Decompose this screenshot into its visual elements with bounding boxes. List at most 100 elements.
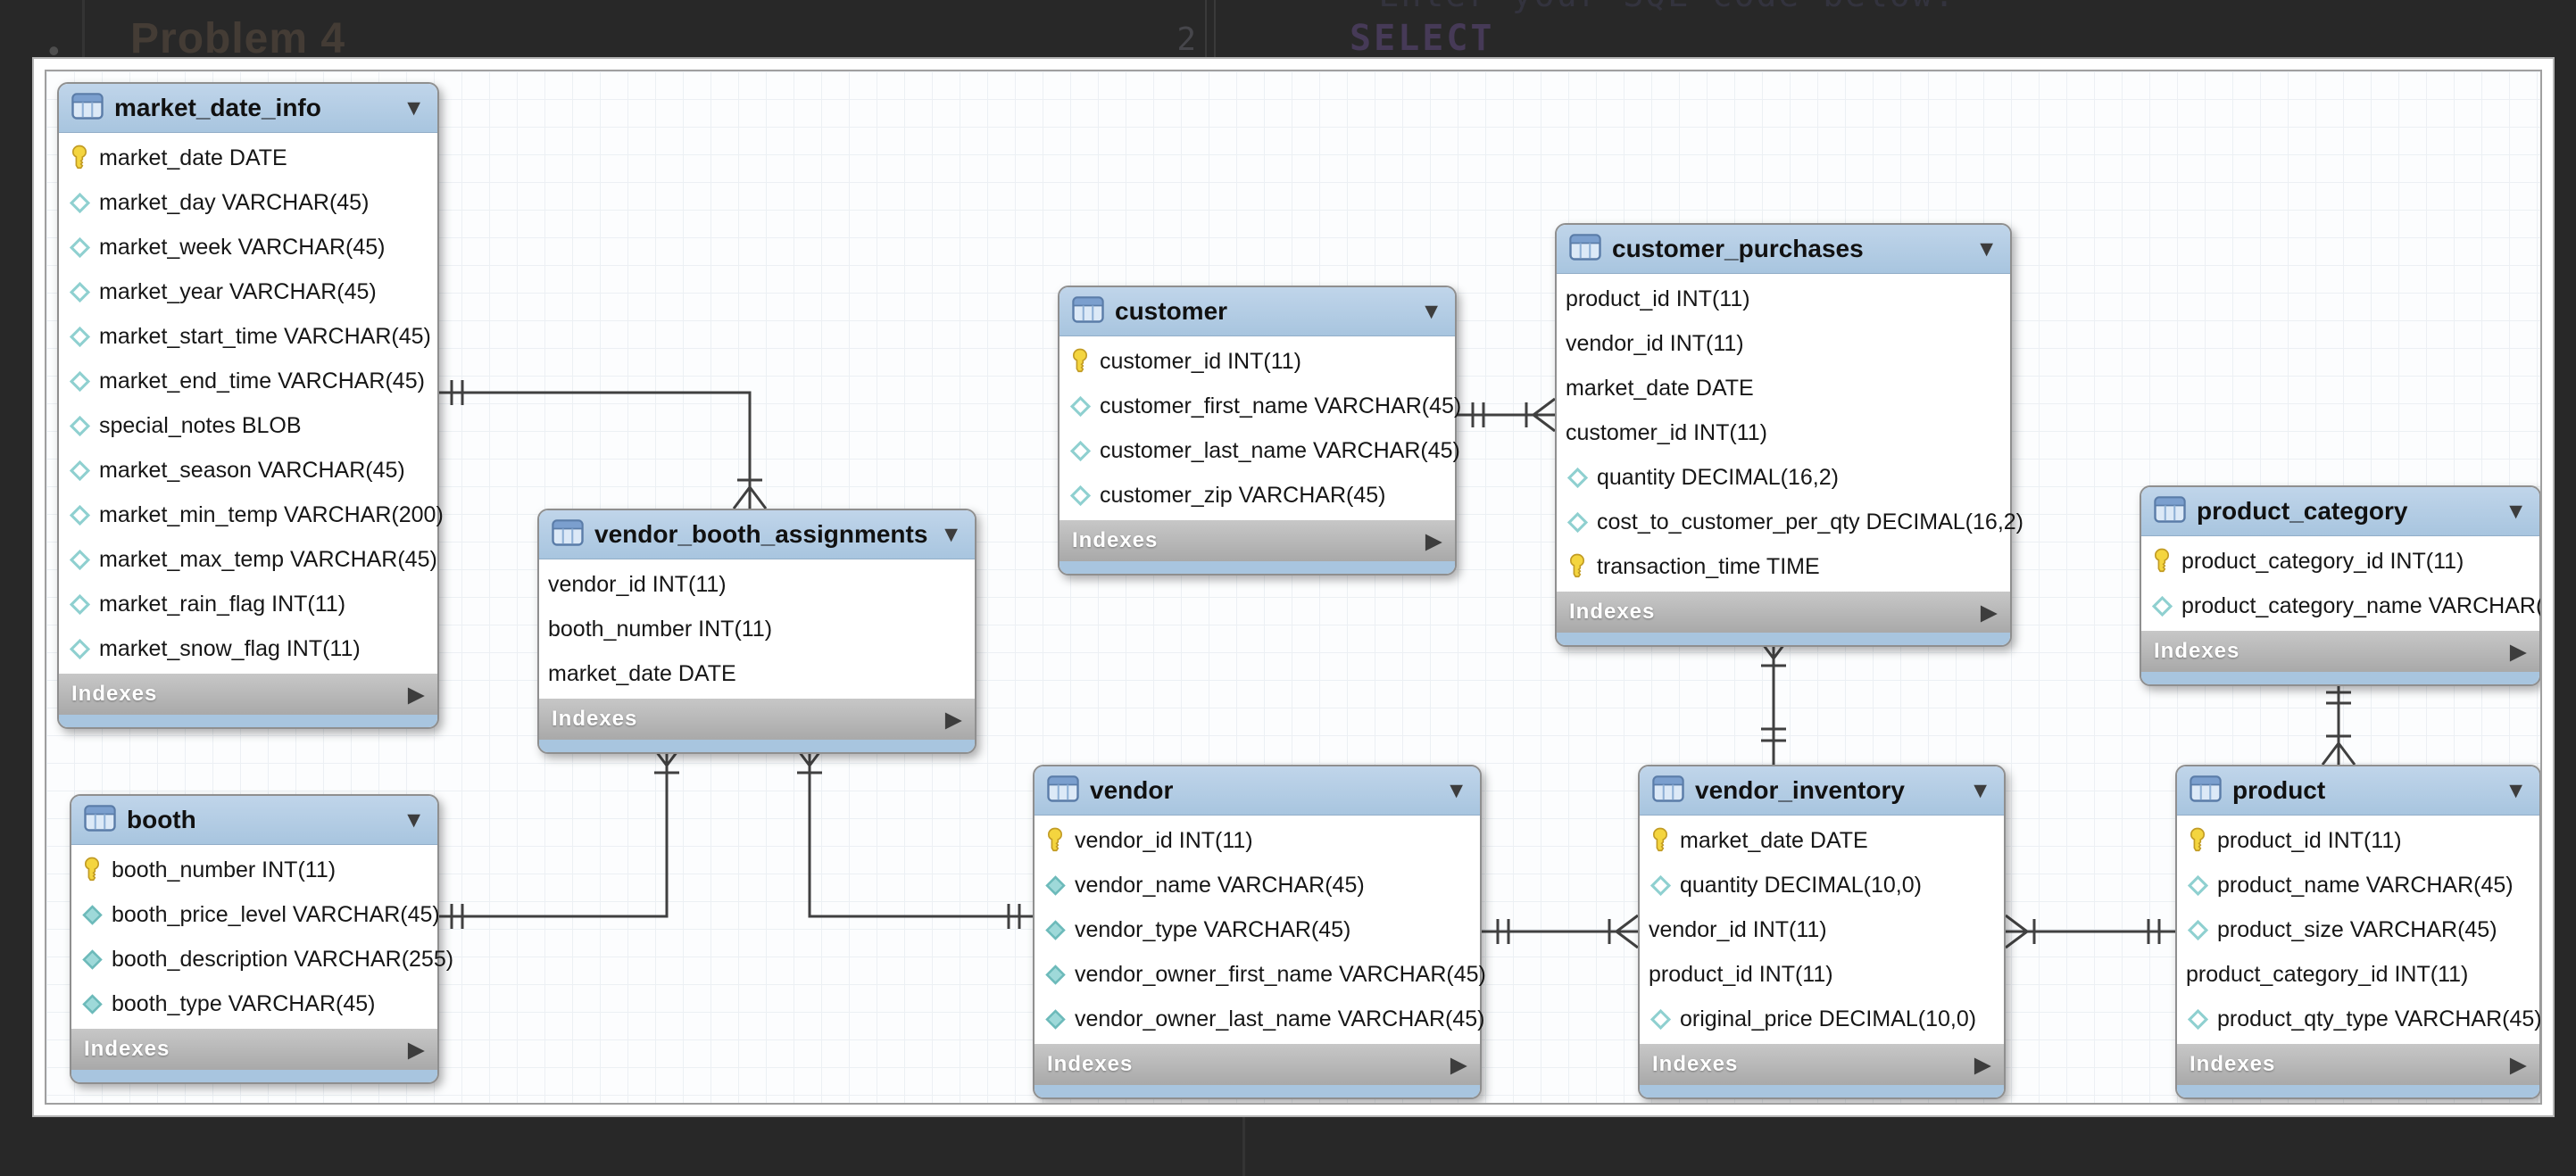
column-row[interactable]: quantity DECIMAL(16,2) [1557, 455, 2010, 500]
collapse-caret-icon[interactable]: ▼ [1969, 777, 1991, 803]
column-row[interactable]: vendor_id INT(11) [1035, 818, 1480, 863]
indexes-bar[interactable]: Indexes▶ [71, 1029, 437, 1070]
column-row[interactable]: vendor_type VARCHAR(45) [1035, 907, 1480, 952]
column-row[interactable]: product_id INT(11) [2177, 818, 2539, 863]
column-row[interactable]: vendor_owner_first_name VARCHAR(45) [1035, 952, 1486, 997]
column-row[interactable]: customer_last_name VARCHAR(45) [1059, 428, 1460, 473]
connector-product-vendorinventory[interactable] [2005, 914, 2175, 949]
column-row[interactable]: cost_to_customer_per_qty DECIMAL(16,2) [1557, 500, 2023, 544]
column-row[interactable]: quantity DECIMAL(10,0) [1640, 863, 2004, 907]
column-row[interactable]: product_category_name VARCHAR(45) [2141, 584, 2540, 628]
connector-vendorinventory-customerpurchases[interactable] [1756, 636, 1791, 765]
expand-arrow-icon[interactable]: ▶ [1974, 1052, 1991, 1076]
connector-marketdateinfo-vendorboothassignments[interactable] [439, 380, 768, 509]
table-header[interactable]: vendor▼ [1035, 766, 1480, 816]
table-customer[interactable]: customer▼customer_id INT(11)customer_fir… [1058, 286, 1461, 576]
column-row[interactable]: market_min_temp VARCHAR(200) [59, 493, 444, 537]
column-row[interactable]: vendor_owner_last_name VARCHAR(45) [1035, 997, 1484, 1041]
column-row[interactable]: product_id INT(11) [1557, 277, 2010, 321]
column-row[interactable]: product_category_id INT(11) [2177, 952, 2539, 997]
connector-productcategory-product[interactable] [2321, 676, 2356, 766]
expand-arrow-icon[interactable]: ▶ [408, 682, 425, 706]
table-header[interactable]: customer_purchases▼ [1557, 225, 2010, 274]
table-header[interactable]: vendor_booth_assignments▼ [539, 510, 975, 559]
column-row[interactable]: vendor_id INT(11) [539, 562, 975, 607]
column-row[interactable]: booth_type VARCHAR(45) [71, 981, 437, 1026]
expand-arrow-icon[interactable]: ▶ [1981, 600, 1998, 624]
column-row[interactable]: special_notes BLOB [59, 403, 437, 448]
table-header[interactable]: product▼ [2177, 766, 2539, 816]
indexes-bar[interactable]: Indexes▶ [539, 699, 975, 740]
column-row[interactable]: customer_zip VARCHAR(45) [1059, 473, 1455, 518]
indexes-bar[interactable]: Indexes▶ [1035, 1044, 1480, 1085]
table-header[interactable]: market_date_info▼ [59, 84, 437, 133]
column-row[interactable]: market_start_time VARCHAR(45) [59, 314, 437, 359]
column-row[interactable]: product_qty_type VARCHAR(45) [2177, 997, 2540, 1041]
column-row[interactable]: market_date DATE [539, 651, 975, 696]
column-row[interactable]: market_date DATE [1557, 366, 2010, 410]
indexes-bar[interactable]: Indexes▶ [1557, 592, 2010, 633]
table-customer-purchases[interactable]: customer_purchases▼product_id INT(11)ven… [1555, 223, 2023, 647]
column-row[interactable]: market_max_temp VARCHAR(45) [59, 537, 437, 582]
table-booth[interactable]: booth▼booth_number INT(11)booth_price_le… [70, 794, 453, 1084]
column-row[interactable]: product_size VARCHAR(45) [2177, 907, 2539, 952]
table-product-category[interactable]: product_category▼product_category_id INT… [2140, 485, 2540, 686]
expand-arrow-icon[interactable]: ▶ [945, 707, 962, 731]
collapse-caret-icon[interactable]: ▼ [2505, 777, 2527, 803]
column-row[interactable]: market_date DATE [59, 136, 437, 180]
expand-arrow-icon[interactable]: ▶ [2510, 639, 2527, 663]
indexes-bar[interactable]: Indexes▶ [2177, 1044, 2539, 1085]
connector-customer-customerpurchases[interactable] [1457, 397, 1556, 433]
column-row[interactable]: vendor_name VARCHAR(45) [1035, 863, 1480, 907]
expand-arrow-icon[interactable]: ▶ [2510, 1052, 2527, 1076]
column-row[interactable]: original_price DECIMAL(10,0) [1640, 997, 2004, 1041]
table-header[interactable]: vendor_inventory▼ [1640, 766, 2004, 816]
connector-booth-vendorboothassignments[interactable] [439, 743, 685, 929]
column-row[interactable]: market_end_time VARCHAR(45) [59, 359, 437, 403]
column-row[interactable]: market_rain_flag INT(11) [59, 582, 437, 626]
column-row[interactable]: market_week VARCHAR(45) [59, 225, 437, 269]
collapse-caret-icon[interactable]: ▼ [403, 95, 425, 120]
indexes-bar[interactable]: Indexes▶ [2141, 631, 2539, 672]
collapse-caret-icon[interactable]: ▼ [1975, 236, 1998, 261]
table-vendor-booth-assignments[interactable]: vendor_booth_assignments▼vendor_id INT(1… [537, 509, 976, 754]
column-row[interactable]: customer_id INT(11) [1059, 339, 1455, 384]
expand-arrow-icon[interactable]: ▶ [1425, 528, 1442, 552]
column-row[interactable]: booth_number INT(11) [71, 848, 437, 892]
column-row[interactable]: market_date DATE [1640, 818, 2004, 863]
indexes-bar[interactable]: Indexes▶ [1640, 1044, 2004, 1085]
collapse-caret-icon[interactable]: ▼ [2505, 498, 2527, 524]
connector-vendor-vendorinventory[interactable] [1482, 914, 1639, 949]
collapse-caret-icon[interactable]: ▼ [1420, 298, 1442, 324]
column-row[interactable]: vendor_id INT(11) [1557, 321, 2010, 366]
table-vendor[interactable]: vendor▼vendor_id INT(11)vendor_name VARC… [1033, 765, 1486, 1099]
column-row[interactable]: product_id INT(11) [1640, 952, 2004, 997]
expand-arrow-icon[interactable]: ▶ [408, 1037, 425, 1061]
column-row[interactable]: market_day VARCHAR(45) [59, 180, 437, 225]
column-row[interactable]: transaction_time TIME [1557, 544, 2010, 589]
table-header[interactable]: booth▼ [71, 796, 437, 845]
column-row[interactable]: customer_id INT(11) [1557, 410, 2010, 455]
collapse-caret-icon[interactable]: ▼ [1445, 777, 1467, 803]
column-row[interactable]: market_snow_flag INT(11) [59, 626, 437, 671]
connector-vendor-vendorboothassignments[interactable] [792, 743, 1033, 929]
expand-arrow-icon[interactable]: ▶ [1450, 1052, 1467, 1076]
column-row[interactable]: customer_first_name VARCHAR(45) [1059, 384, 1461, 428]
collapse-caret-icon[interactable]: ▼ [940, 521, 962, 547]
indexes-bar[interactable]: Indexes▶ [1059, 520, 1455, 561]
column-row[interactable]: vendor_id INT(11) [1640, 907, 2004, 952]
column-row[interactable]: market_season VARCHAR(45) [59, 448, 437, 493]
indexes-bar[interactable]: Indexes▶ [59, 674, 437, 715]
column-row[interactable]: product_category_id INT(11) [2141, 539, 2539, 584]
collapse-caret-icon[interactable]: ▼ [403, 807, 425, 832]
column-row[interactable]: booth_price_level VARCHAR(45) [71, 892, 440, 937]
column-row[interactable]: booth_description VARCHAR(255) [71, 937, 453, 981]
column-row[interactable]: product_name VARCHAR(45) [2177, 863, 2539, 907]
column-row[interactable]: market_year VARCHAR(45) [59, 269, 437, 314]
table-product[interactable]: product▼product_id INT(11)product_name V… [2175, 765, 2540, 1099]
table-header[interactable]: customer▼ [1059, 287, 1455, 336]
table-header[interactable]: product_category▼ [2141, 487, 2539, 536]
